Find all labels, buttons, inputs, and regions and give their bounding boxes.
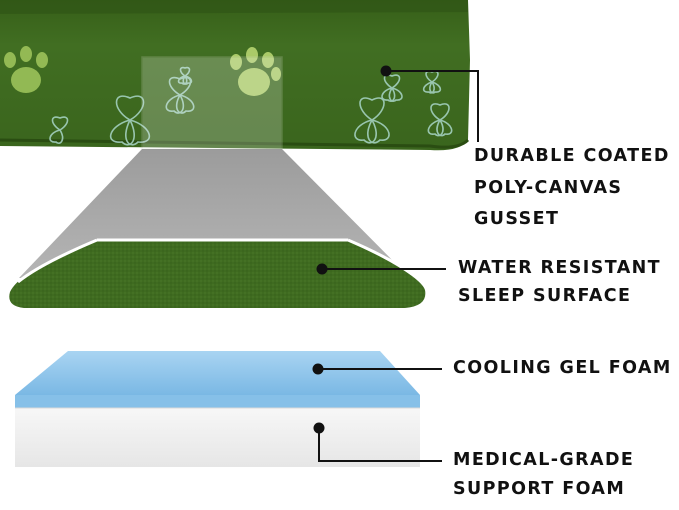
callout-gel-foam <box>312 363 442 375</box>
label-sleep-line2: SLEEP SURFACE <box>458 286 632 306</box>
label-sleep-surface: WATER RESISTANT SLEEP SURFACE <box>458 258 662 316</box>
gel-foam-layer <box>15 351 420 408</box>
label-gel-foam: COOLING GEL FOAM <box>453 358 672 378</box>
label-gusset-line2: POLY-CANVAS <box>474 177 623 198</box>
label-sleep-line1: WATER RESISTANT <box>458 258 662 278</box>
label-support-line1: MEDICAL-GRADE <box>453 450 635 470</box>
sleep-surface-swatch <box>9 238 426 308</box>
callout-sleep-surface <box>316 263 446 275</box>
label-support-foam: MEDICAL-GRADE SUPPORT FOAM <box>453 450 635 510</box>
label-support-line2: SUPPORT FOAM <box>453 479 626 499</box>
callout-gusset <box>380 65 479 142</box>
label-gel-line1: COOLING GEL FOAM <box>453 358 672 378</box>
callout-support-foam <box>313 422 442 462</box>
clover-pattern-icon <box>49 66 453 146</box>
paw-print-icon <box>4 46 48 93</box>
paw-print-icon <box>230 47 281 96</box>
support-foam-layer <box>15 407 420 467</box>
magnifier-window <box>141 56 283 150</box>
label-gusset: DURABLE COATED POLY-CANVAS GUSSET <box>474 146 670 243</box>
label-gusset-line3: GUSSET <box>474 209 560 229</box>
bed-cover <box>0 0 470 151</box>
label-gusset-line1: DURABLE COATED <box>474 146 670 166</box>
